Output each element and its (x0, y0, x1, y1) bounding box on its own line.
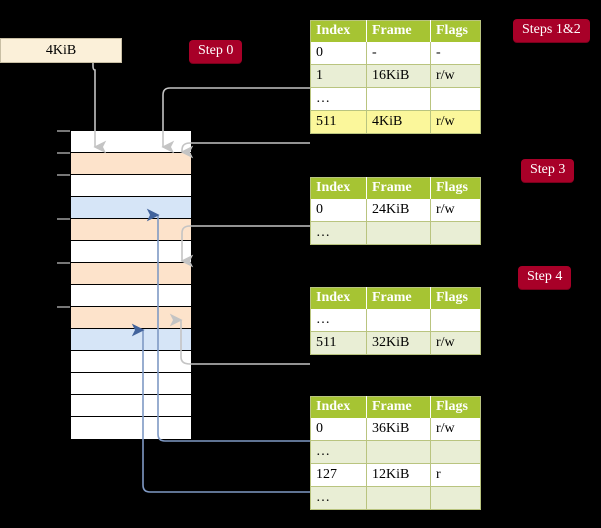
column-header-frame: Frame (366, 287, 431, 309)
cell-frame (366, 221, 431, 245)
memory-frame-row (71, 241, 191, 263)
table-row: … (310, 486, 481, 510)
cell-frame: 16KiB (366, 64, 431, 88)
memory-frame-tick (57, 130, 70, 132)
step-badge-steps-1-2: Steps 1&2 (513, 19, 590, 42)
cell-flags (430, 440, 481, 464)
cell-index: … (310, 308, 367, 332)
table-row: 0-- (310, 41, 481, 65)
cell-index: 0 (310, 198, 367, 222)
column-header-index: Index (310, 287, 367, 309)
memory-frame-row (71, 351, 191, 373)
column-header-index: Index (310, 177, 367, 199)
cell-frame (366, 440, 431, 464)
column-header-flags: Flags (430, 287, 481, 309)
memory-frame-row (71, 395, 191, 417)
column-header-frame: Frame (366, 177, 431, 199)
memory-frame-row (71, 175, 191, 197)
column-header-index: Index (310, 396, 367, 418)
source-frame-label: 4KiB (45, 43, 77, 58)
cell-flags: r/w (430, 198, 481, 222)
column-header-frame: Frame (366, 20, 431, 42)
memory-frame-row (71, 153, 191, 175)
step-badge-step-3: Step 3 (521, 159, 575, 182)
cell-frame: 32KiB (366, 331, 431, 355)
memory-frame-tick (57, 306, 70, 308)
wire-level1-idx0-to-memory (180, 225, 310, 268)
memory-frame-row (71, 307, 191, 329)
cell-frame: 24KiB (366, 198, 431, 222)
cell-flags: - (430, 41, 481, 65)
cell-index: 127 (310, 463, 367, 487)
memory-frame-row (71, 329, 191, 351)
source-frame-box: 4KiB (0, 38, 122, 63)
memory-frame-row (71, 285, 191, 307)
cell-frame: 4KiB (366, 110, 431, 134)
cell-frame (366, 87, 431, 111)
cell-index: 1 (310, 64, 367, 88)
memory-frame-tick (57, 174, 70, 176)
cell-frame (366, 486, 431, 510)
memory-frame-tick (57, 152, 70, 154)
cell-flags: r/w (430, 64, 481, 88)
table-row: … (310, 87, 481, 111)
cell-index: … (310, 87, 367, 111)
cell-index: … (310, 486, 367, 510)
cell-flags (430, 486, 481, 510)
memory-frame-row (71, 417, 191, 439)
cell-frame: 36KiB (366, 417, 431, 441)
cell-index: 0 (310, 41, 367, 65)
cell-flags (430, 221, 481, 245)
column-header-frame: Frame (366, 396, 431, 418)
cell-flags: r (430, 463, 481, 487)
step-badge-step-4: Step 4 (518, 266, 572, 289)
table-row: … (310, 308, 481, 332)
column-header-index: Index (310, 20, 367, 42)
cell-flags (430, 308, 481, 332)
table-row: … (310, 440, 481, 464)
memory-frame-row (71, 219, 191, 241)
cell-index: 0 (310, 417, 367, 441)
table-row: … (310, 221, 481, 245)
physical-memory-column (70, 130, 191, 440)
memory-frame-row (71, 197, 191, 219)
step-badge-step-0: Step 0 (189, 40, 243, 63)
cell-frame: 12KiB (366, 463, 431, 487)
cell-frame: - (366, 41, 431, 65)
wire-level0-idx511-to-memory (180, 142, 310, 159)
cell-index: … (310, 221, 367, 245)
memory-frame-row (71, 373, 191, 395)
wire-level2-idx511-to-memory (169, 313, 310, 365)
memory-frame-row (71, 263, 191, 285)
cell-index: … (310, 440, 367, 464)
memory-frame-tick (57, 218, 70, 220)
column-header-flags: Flags (430, 20, 481, 42)
cell-flags: r/w (430, 331, 481, 355)
column-header-flags: Flags (430, 396, 481, 418)
column-header-flags: Flags (430, 177, 481, 199)
cell-flags (430, 87, 481, 111)
cell-frame (366, 308, 431, 332)
cell-index: 511 (310, 331, 367, 355)
memory-frame-tick (57, 262, 70, 264)
cell-index: 511 (310, 110, 367, 134)
cell-flags: r/w (430, 417, 481, 441)
memory-frame-row (71, 131, 191, 153)
cell-flags: r/w (430, 110, 481, 134)
